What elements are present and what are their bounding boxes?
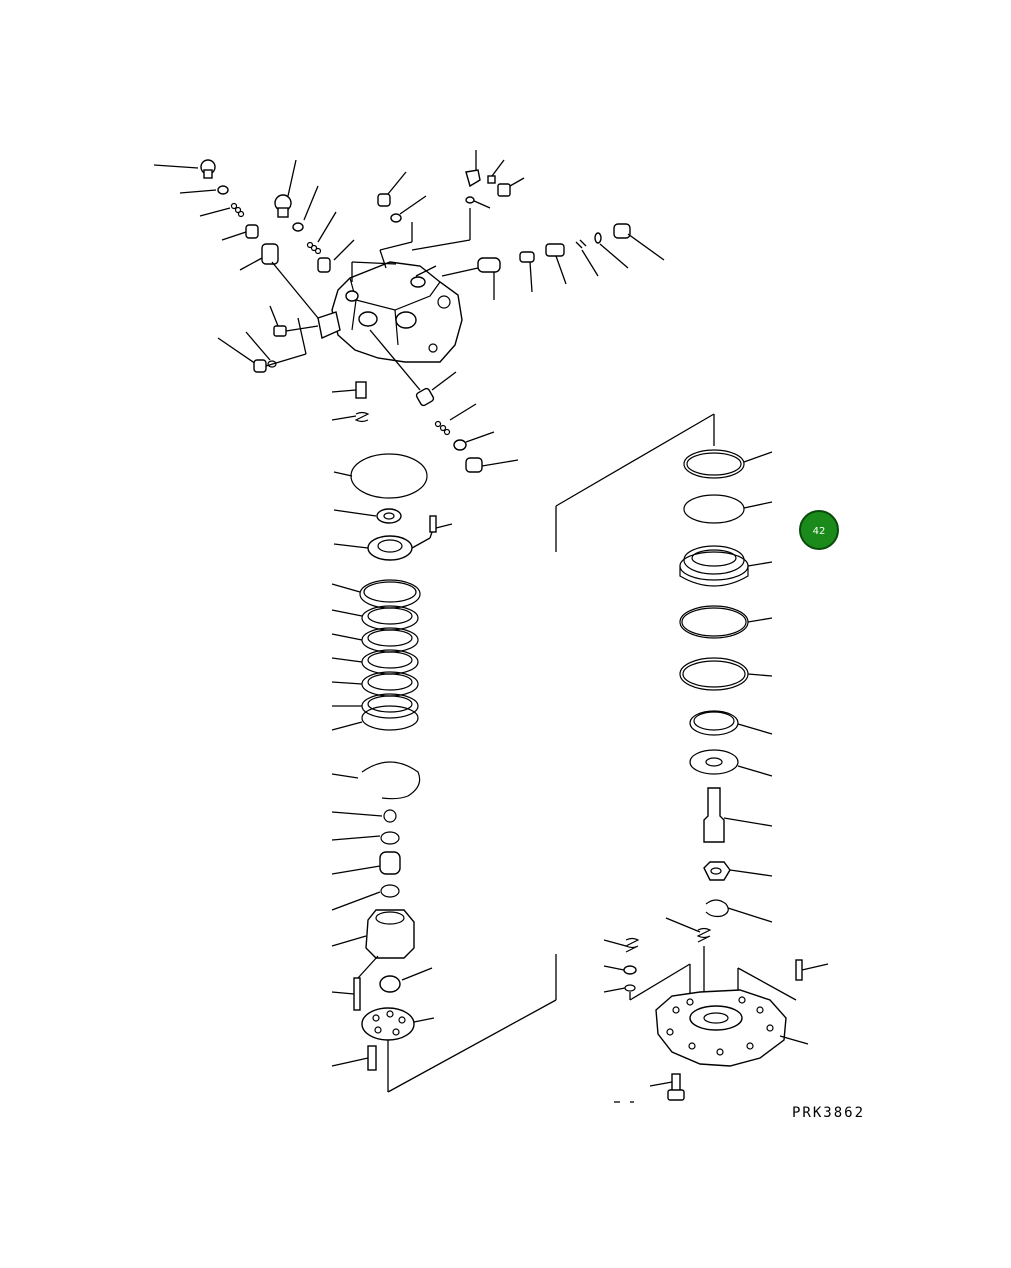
top-center-fittings [351, 150, 525, 282]
top-right-fittings [441, 223, 665, 300]
part-callout[interactable]: 42 [799, 510, 839, 550]
top-left-fittings [153, 159, 355, 373]
left-stack [331, 453, 557, 1093]
callout-label[interactable]: 42 [813, 526, 826, 537]
valve-housing [317, 261, 463, 363]
right-stack [555, 413, 829, 1103]
valve-lower-parts [331, 329, 519, 473]
callout-circle[interactable] [799, 510, 839, 550]
drawing-reference-code: PRK3862 [792, 1105, 865, 1121]
